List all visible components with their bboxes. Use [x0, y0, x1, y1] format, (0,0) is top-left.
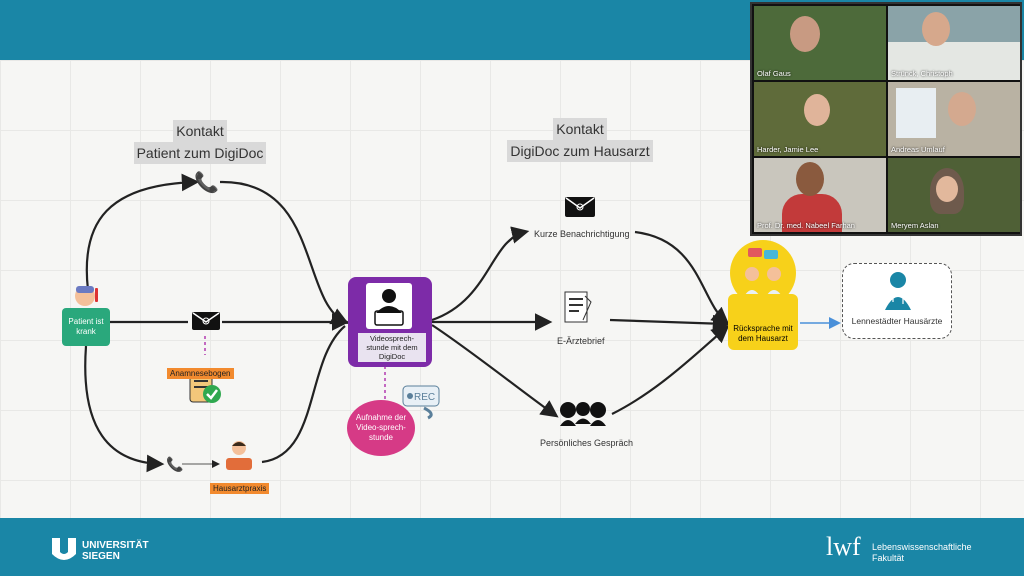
sick-person-icon	[72, 282, 100, 310]
hausarztpraxis-tag: Hausarztpraxis	[210, 483, 270, 494]
video-tile[interactable]: Meryem Aslan	[888, 158, 1020, 232]
heading-left-line1: Kontakt	[173, 120, 227, 142]
doctor-laptop-icon	[366, 283, 412, 329]
rec-label: REC	[414, 392, 435, 403]
kurze-label: Kurze Benachrichtigung	[534, 229, 630, 239]
participant-face	[948, 92, 976, 126]
letter-document-icon	[563, 290, 593, 326]
patient-node[interactable]: Patient ist krank	[62, 308, 110, 346]
aufnahme-node[interactable]: Aufnahme der Video-sprech-stunde	[347, 400, 415, 456]
email-icon-right	[565, 197, 595, 217]
faculty-line2: Fakultät	[872, 553, 905, 563]
email-icon	[192, 312, 220, 330]
heading-digidoc-hausarzt: Kontakt DigiDoc zum Hausarzt	[495, 118, 665, 162]
participant-face	[796, 162, 824, 196]
gespraech-label: Persönliches Gespräch	[540, 438, 634, 448]
participant-face	[922, 12, 950, 46]
video-tile[interactable]: Harder, Jamie Lee	[754, 82, 886, 156]
video-tile[interactable]: Strünck, Christoph	[888, 6, 1020, 80]
participant-face	[936, 176, 958, 202]
heading-right-line2: DigiDoc zum Hausarzt	[507, 140, 653, 162]
faculty-name: Lebenswissenschaftliche Fakultät	[872, 542, 972, 564]
digidoc-node[interactable]: Videosprech-stunde mit dem DigiDoc	[348, 277, 432, 367]
anamnese-tag: Anamnesebogen	[167, 368, 234, 379]
rec-camera-icon: REC	[402, 384, 440, 420]
aufnahme-label: Aufnahme der Video-sprech-stunde	[355, 413, 407, 442]
lennestadt-label: Lennestädter Hausärzte	[851, 316, 943, 326]
participant-name: Meryem Aslan	[891, 221, 939, 230]
participant-face	[804, 94, 830, 126]
heading-left-line2: Patient zum DigiDoc	[133, 142, 267, 164]
clipboard-check-icon	[188, 372, 222, 404]
faculty-line1: Lebenswissenschaftliche	[872, 542, 972, 552]
heading-patient-digidoc: Kontakt Patient zum DigiDoc	[120, 120, 280, 164]
bottom-bar: UNIVERSITÄT SIEGEN lwf Lebenswissenschaf…	[0, 518, 1024, 576]
university-siegen-logo-icon	[50, 536, 78, 562]
video-tile[interactable]: Olaf Gaus	[754, 6, 886, 80]
participant-name: Strünck, Christoph	[891, 69, 953, 78]
rueckspache-label: Rücksprache mit dem Hausarzt	[733, 324, 793, 343]
phone-icon: 📞	[194, 172, 219, 194]
heading-right-line1: Kontakt	[553, 118, 607, 140]
lennestadt-node[interactable]: Lennestädter Hausärzte	[842, 263, 952, 339]
video-tile[interactable]: Prof. Dr. med. Nabeel Farhan	[754, 158, 886, 232]
doctor-icon	[883, 270, 913, 312]
video-call-panel[interactable]: Olaf Gaus Strünck, Christoph Harder, Jam…	[750, 2, 1022, 236]
doctor-desk-icon	[222, 438, 256, 472]
video-tile[interactable]: Andreas Umlauf	[888, 82, 1020, 156]
participant-name: Olaf Gaus	[757, 69, 791, 78]
lwf-mark: lwf	[826, 532, 861, 561]
patient-label: Patient ist krank	[68, 317, 104, 336]
rueckspache-node[interactable]: Rücksprache mit dem Hausarzt	[728, 294, 798, 350]
participant-name: Harder, Jamie Lee	[757, 145, 819, 154]
phone-small-icon: 📞	[166, 456, 184, 472]
conversation-icon	[557, 400, 609, 428]
logo-line1: UNIVERSITÄT	[82, 540, 149, 551]
university-siegen-logo: UNIVERSITÄT SIEGEN	[82, 540, 149, 562]
digidoc-label: Videosprech-stunde mit dem DigiDoc	[358, 333, 426, 362]
earzt-label: E-Ärztebrief	[557, 336, 605, 346]
logo-line2: SIEGEN	[82, 551, 120, 562]
participant-name: Andreas Umlauf	[891, 145, 945, 154]
participant-face	[790, 16, 820, 52]
participant-name: Prof. Dr. med. Nabeel Farhan	[757, 221, 855, 230]
